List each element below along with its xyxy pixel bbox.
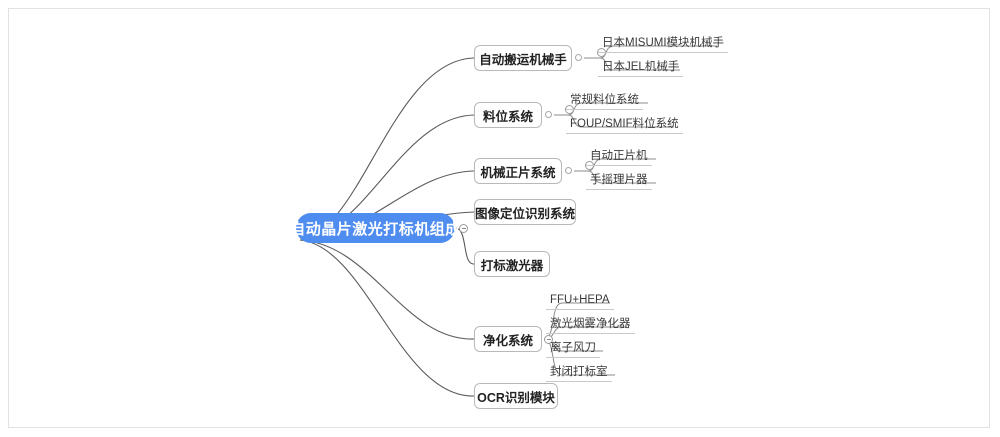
- root-node-label: 自动晶片激光打标机组成: [290, 220, 461, 238]
- leaf-label: 常规料位系统: [570, 94, 639, 106]
- leaf-label: 自动正片机: [590, 150, 648, 162]
- leaf-node-standard-material-level-system[interactable]: 常规料位系统: [566, 93, 643, 110]
- branch-label: 打标激光器: [480, 258, 544, 273]
- leaf-node-ffu-hepa[interactable]: FFU+HEPA: [546, 293, 614, 310]
- branch-6-collapse-toggle[interactable]: [544, 335, 553, 344]
- leaf-node-automatic-wafer-aligner[interactable]: 自动正片机: [586, 149, 652, 166]
- leaf-label: 激光烟雾净化器: [550, 318, 631, 330]
- branch-3-anchor-dot[interactable]: [565, 167, 572, 174]
- branch-node-purification-system[interactable]: 净化系统: [474, 326, 542, 352]
- leaf-node-manual-wafer-handler[interactable]: 手摇理片器: [586, 173, 652, 190]
- branch-node-material-level-system[interactable]: 料位系统: [474, 102, 542, 128]
- branch-label: 自动搬运机械手: [479, 52, 567, 67]
- branch-node-mechanical-wafer-align-system[interactable]: 机械正片系统: [474, 158, 562, 184]
- leaf-node-jel-robot[interactable]: 日本JEL机械手: [598, 60, 684, 77]
- branch-label: OCR识别模块: [477, 390, 555, 405]
- leaf-node-foup-smif-material-level-system[interactable]: FOUP/SMIF料位系统: [566, 117, 683, 134]
- branch-node-ocr-recognition-module[interactable]: OCR识别模块: [474, 383, 558, 409]
- leaf-label: FOUP/SMIF料位系统: [570, 118, 679, 130]
- leaf-label: FFU+HEPA: [550, 294, 610, 306]
- branch-2-anchor-dot[interactable]: [545, 111, 552, 118]
- root-node[interactable]: 自动晶片激光打标机组成: [290, 213, 460, 243]
- root-collapse-toggle[interactable]: [459, 224, 468, 233]
- leaf-label: 离子风刀: [550, 342, 596, 354]
- branch-label: 净化系统: [483, 333, 534, 348]
- leaf-label: 封闭打标室: [550, 366, 608, 378]
- leaf-node-laser-fume-purifier[interactable]: 激光烟雾净化器: [546, 317, 635, 334]
- leaf-label: 日本JEL机械手: [602, 61, 680, 73]
- branch-label: 料位系统: [483, 109, 534, 124]
- branch-label: 机械正片系统: [480, 165, 556, 180]
- branch-node-automatic-transfer-robot[interactable]: 自动搬运机械手: [474, 45, 572, 71]
- leaf-node-enclosed-marking-chamber[interactable]: 封闭打标室: [546, 365, 612, 382]
- leaf-node-ion-air-knife[interactable]: 离子风刀: [546, 341, 600, 358]
- branch-node-image-positioning-recognition-system[interactable]: 图像定位识别系统: [474, 199, 576, 225]
- leaf-node-misumi-module-robot[interactable]: 日本MISUMI模块机械手: [598, 36, 729, 53]
- branch-1-anchor-dot[interactable]: [575, 54, 582, 61]
- branch-node-marking-laser[interactable]: 打标激光器: [474, 251, 550, 277]
- leaf-label: 手摇理片器: [590, 174, 648, 186]
- branch-label: 图像定位识别系统: [475, 206, 576, 221]
- leaf-label: 日本MISUMI模块机械手: [602, 37, 725, 49]
